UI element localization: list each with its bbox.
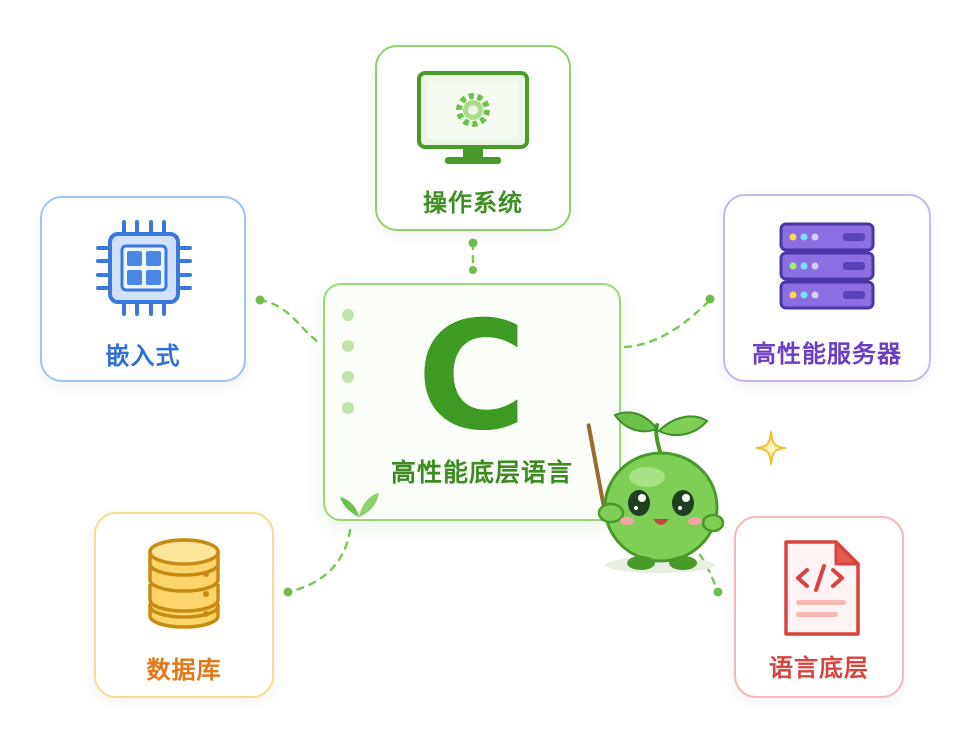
connector-embedded (258, 298, 324, 347)
node-embedded: 嵌入式 (40, 196, 246, 382)
node-database-label: 数据库 (146, 656, 222, 684)
code-file-icon (784, 540, 860, 636)
connector-dot-embedded (255, 295, 265, 305)
server-rack-icon (779, 222, 875, 310)
center-c-language-card: C 高性能底层语言 (323, 283, 621, 521)
center-subtitle: 高性能底层语言 (390, 458, 573, 487)
leaf-sprout-icon (340, 493, 379, 517)
sprout-mascot-icon (586, 411, 725, 573)
node-language-layer: 语言底层 (734, 516, 904, 698)
node-operating-system: 操作系统 (375, 45, 571, 231)
connector-dot-database (283, 587, 293, 597)
node-high-performance-server: 高性能服务器 (723, 194, 931, 382)
database-icon (148, 538, 220, 629)
connector-dot-os (468, 238, 478, 248)
connector-database (286, 528, 352, 594)
connector-dot-os-2 (469, 266, 477, 274)
chip-icon (96, 220, 192, 316)
node-server-label: 高性能服务器 (752, 340, 902, 368)
node-os-label: 操作系统 (423, 189, 523, 217)
connector-dot-language (713, 587, 723, 597)
connector-dot-server (705, 294, 715, 304)
sparkle-icon (756, 431, 786, 465)
node-database: 数据库 (94, 512, 274, 698)
node-language-label: 语言底层 (769, 654, 869, 682)
center-letter: C (416, 290, 528, 464)
connector-server (623, 298, 712, 349)
monitor-gear-icon (417, 71, 529, 164)
node-embedded-label: 嵌入式 (105, 342, 181, 370)
